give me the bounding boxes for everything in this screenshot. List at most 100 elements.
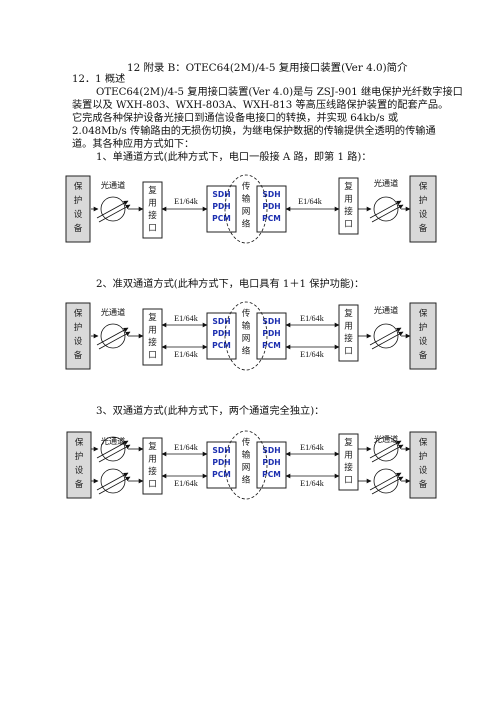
mode3-mux-right-char: 接 [344,461,353,473]
mode3-mux-right [338,433,359,491]
mode1-mux-right-char: 口 [344,220,353,230]
mode3-e1-label-right-b: E1/64k [300,479,325,488]
mode3-network-char: 输 [242,449,251,461]
mode2-fiber-label-right: 光通道 [374,305,399,315]
mode2-protection-left-char: 护 [74,321,83,333]
mode3-mux-right-char: 用 [344,450,353,461]
mode3-mux-left-char: 口 [148,480,157,490]
mode2-e1-label-right-a: E1/64k [300,314,325,323]
mode2-protection-right-char: 备 [419,349,428,361]
mode1-protection-left-char: 设 [74,209,83,220]
mode3-sdh-right [256,441,287,489]
mode3-fiber-left-a [100,436,126,462]
mode2-mux-right-char: 口 [344,347,353,357]
mode2-fiber-left [100,323,126,349]
mode2-protection-left-char: 备 [74,349,83,361]
mode1-e1-label-right: E1/64k [298,197,323,206]
mode3-protection-left-char: 备 [75,478,84,490]
mode3-fiber-right-b-arrow-a [369,472,402,491]
mode2-protection-right-char: 设 [419,336,428,347]
mode2-network-char: 输 [242,320,251,332]
intro-line-3: 它完成各种保护设备光接口到通信设备电接口的转换，并实现 64kb/s 或 [72,113,399,124]
mode1-fiber-right [373,196,399,222]
mode3-protection-right [409,431,437,499]
mode3-fiber-left-a-arrow-b [98,444,131,463]
mode2-sdh-right-label: PDH [262,329,280,338]
mode1-sdh-left-label: SDH [212,190,230,199]
mode1-network [224,174,268,244]
mode3-fiber-right-a-arrow-b [371,444,404,463]
mode3-protection-right-char: 保 [419,436,428,448]
mode2-fiber-label-left: 光通道 [101,307,126,317]
mode2-protection-right-char: 保 [419,307,428,319]
mode1-network-char: 传 [242,180,251,192]
mode1-mux-right [338,177,359,235]
mode2-sdh-right-label: PCM [262,341,281,350]
mode1-protection-right-char: 备 [419,222,428,234]
mode2-sdh-left-label: PCM [212,341,231,350]
mode1-mux-right-char: 接 [344,205,353,217]
mode-3-caption: 3、双通道方式(此种方式下，两个通道完全独立)： [96,406,325,417]
mode1-mux-left-char: 用 [148,198,157,209]
mode3-sdh-right-label: SDH [262,446,280,455]
mode1-protection-right-char: 护 [419,194,428,206]
mode1-protection-right-char: 保 [419,180,428,192]
mode1-fiber-left-arrow-a [96,200,129,219]
mode3-fiber-label-left: 光通道 [101,436,126,446]
mode1-mux-left-char: 复 [148,184,157,196]
mode2-mux-right [338,304,359,362]
mode1-protection-left-char: 护 [74,194,83,206]
mode3-mux-left-char: 接 [148,465,157,477]
mode1-fiber-label-right: 光通道 [374,178,399,188]
mode2-fiber-right [373,323,399,349]
mode2-fiber-right-arrow-b [371,331,404,350]
mode3-network-char: 网 [242,462,251,473]
mode3-mux-left-char: 用 [148,454,157,465]
mode1-mux-right-char: 复 [344,180,353,192]
mode3-protection-left-char: 设 [75,465,84,476]
mode1-protection-left-char: 保 [74,180,83,192]
mode3-protection-left-char: 护 [75,450,84,462]
mode3-protection-right-char: 设 [419,465,428,476]
mode3-mux-right-char: 复 [344,436,353,448]
mode1-protection-left [65,175,91,243]
mode1-sdh-right-label: PDH [262,202,280,211]
mode3-sdh-right-label: PDH [262,458,280,467]
mode3-fiber-left-b [100,468,126,494]
mode3-sdh-left-label: SDH [212,446,230,455]
mode3-fiber-left-b-arrow-a [96,472,129,491]
mode2-mux-left-char: 用 [148,325,157,336]
mode3-mux-left-char: 复 [148,440,157,452]
mode1-sdh-left-label: PCM [212,214,231,223]
mode1-e1-label-left: E1/64k [174,197,199,206]
mode2-mux-left-char: 复 [148,311,157,323]
section-heading: 12．1 概述 [72,74,126,85]
mode2-sdh-left [206,312,237,360]
mode2-mux-right-char: 接 [344,332,353,344]
mode1-mux-right-char: 用 [344,194,353,205]
mode1-fiber-left-arrow-b [98,204,131,223]
intro-line-5: 道。其各种应用方式如下： [72,139,195,150]
mode3-mux-right-char: 口 [344,476,353,486]
mode1-fiber-label-left: 光通道 [101,180,126,190]
mode3-sdh-left-label: PDH [212,458,230,467]
intro-line-4: 2.048Mb/s 传输路由的无损伤切换，为继电保护数据的传输提供全透明的传输通 [72,126,436,137]
mode3-e1-label-left-b: E1/64k [174,479,199,488]
mode2-protection-left-char: 保 [74,307,83,319]
mode2-mux-right-char: 用 [344,321,353,332]
mode2-mux-left-char: 口 [148,351,157,361]
mode3-e1-label-left-a: E1/64k [174,443,199,452]
mode2-sdh-right-label: SDH [262,317,280,326]
mode-2-caption: 2、准双通道方式(此种方式下，电口具有 1＋1 保护功能)： [96,279,365,290]
mode3-mux-left [142,437,163,495]
mode1-sdh-right-label: SDH [262,190,280,199]
mode2-e1-label-left-b: E1/64k [174,350,199,359]
mode3-fiber-right-a [373,436,399,462]
mode2-sdh-left-label: PDH [212,329,230,338]
mode3-fiber-left-b-arrow-b [98,476,131,495]
mode3-sdh-right-label: PCM [262,470,281,479]
mode3-network-char: 络 [242,474,251,486]
appendix-title: 12 附录 B：OTEC64(2M)/4-5 复用接口装置(Ver 4.0)简介 [127,62,408,74]
mode-1-caption: 1、单通道方式(此种方式下，电口一般接 A 路，即第 1 路)： [96,152,372,163]
